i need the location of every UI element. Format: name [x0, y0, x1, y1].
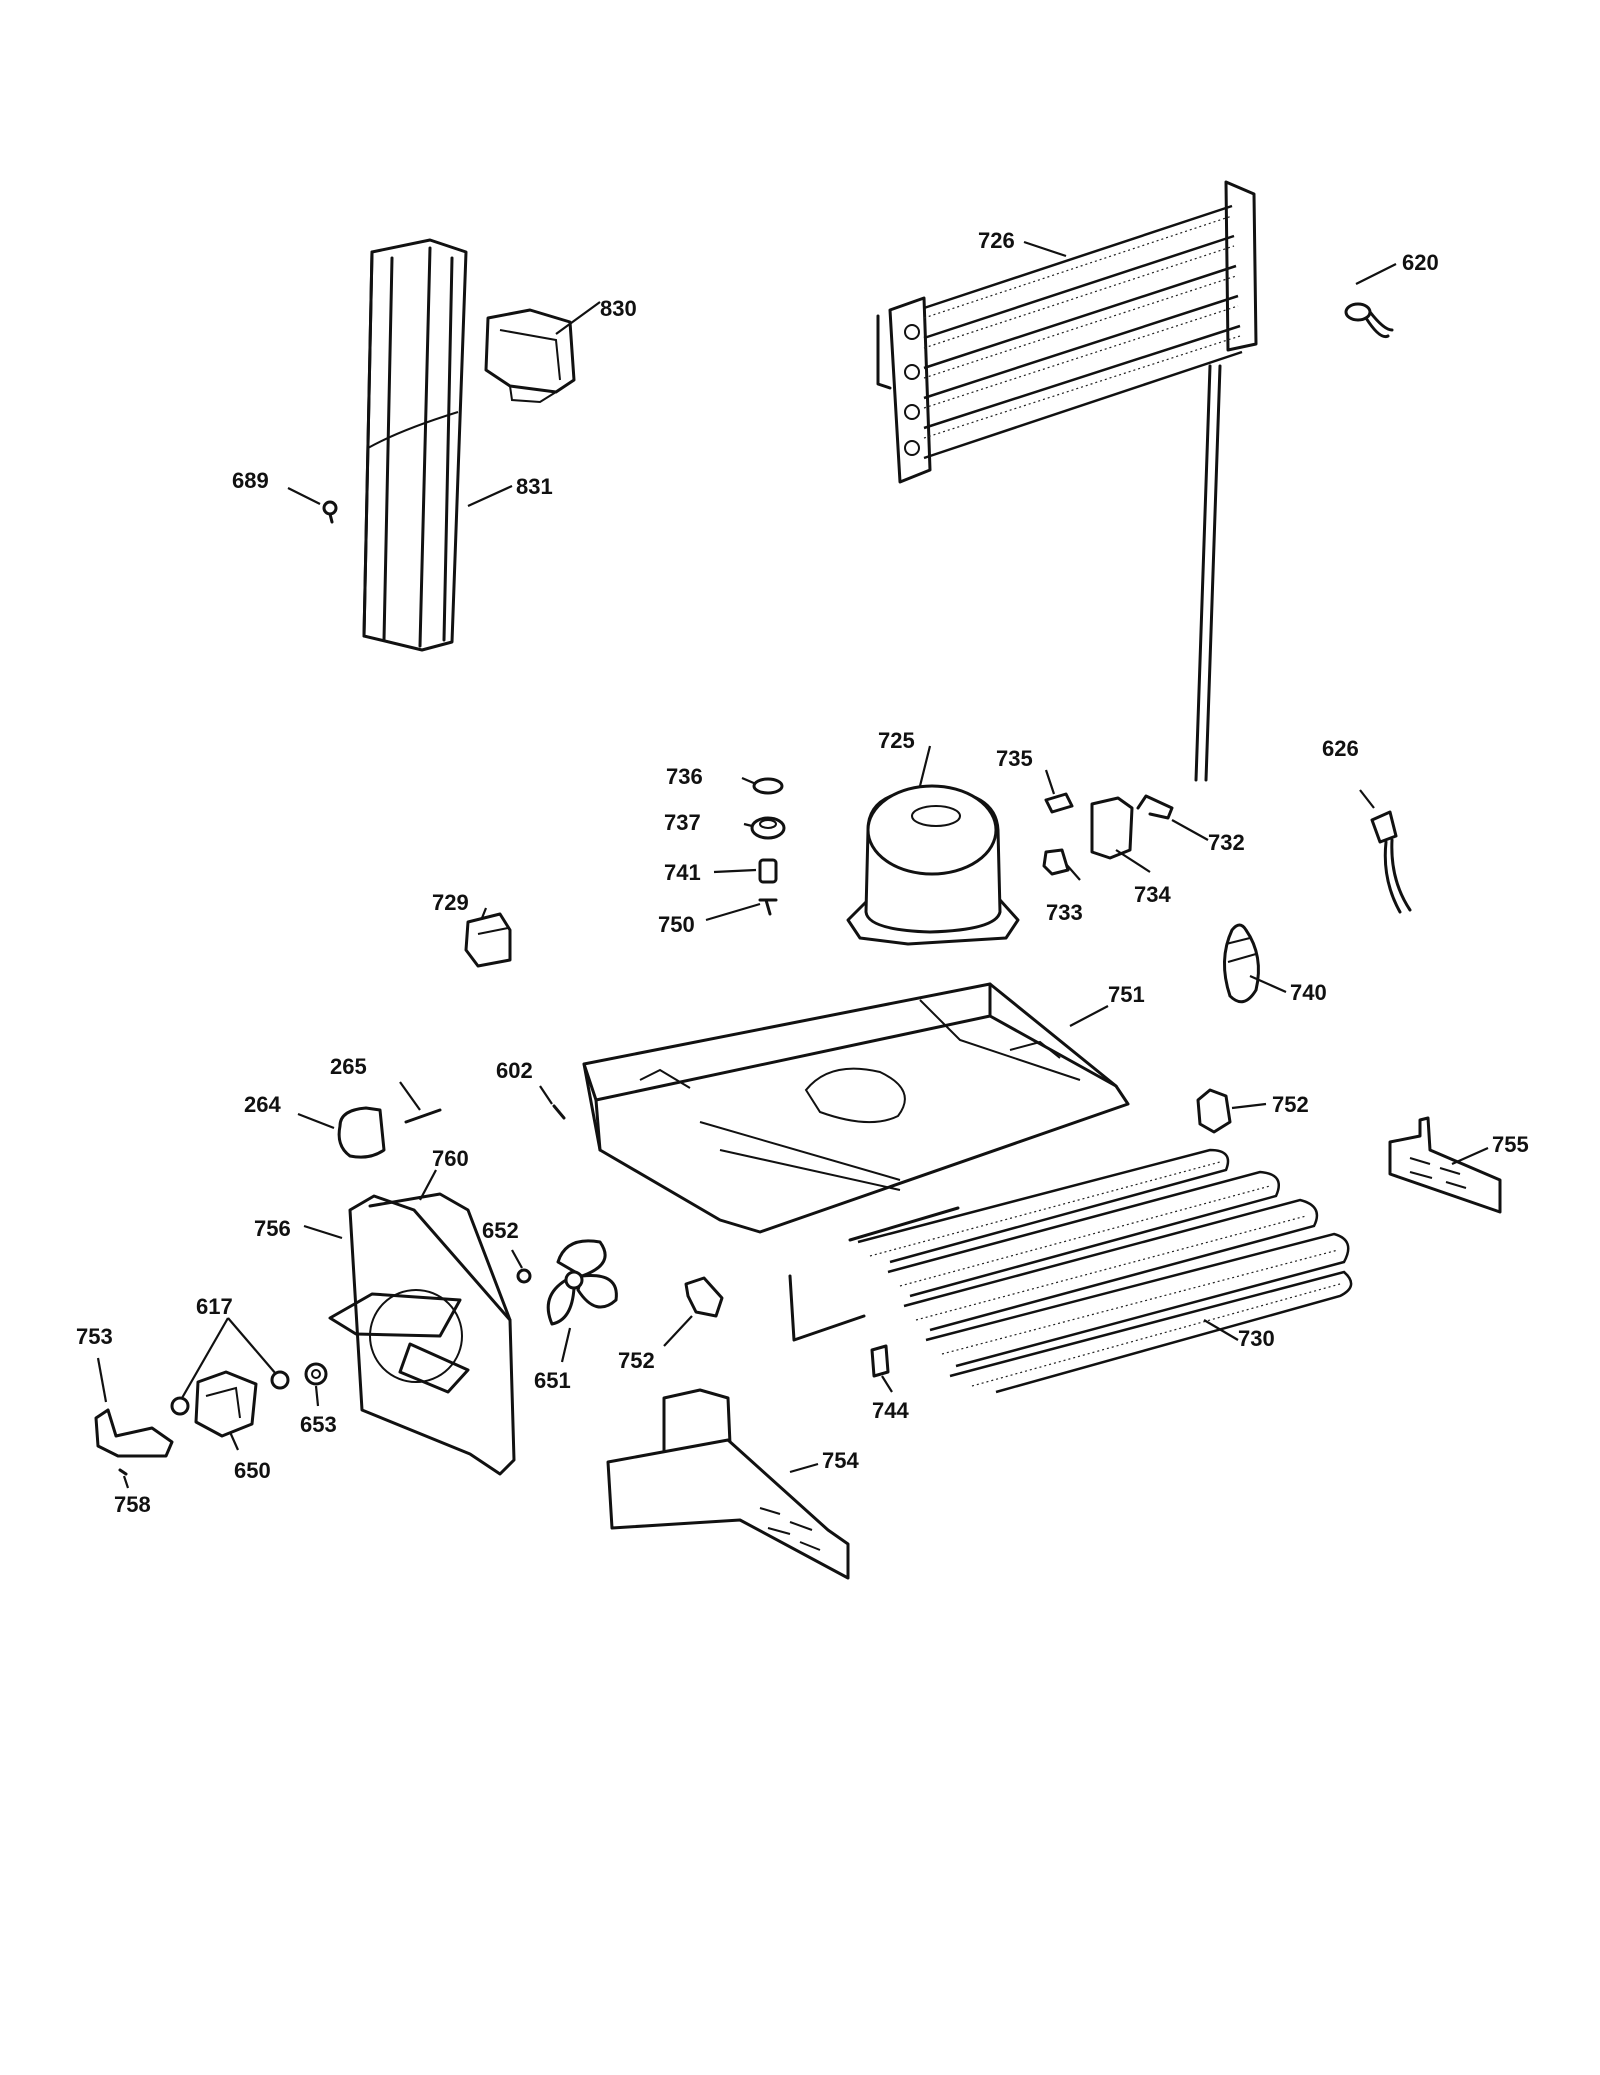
capacitor-part	[464, 912, 512, 968]
callout-740: 740	[1290, 980, 1327, 1005]
callout-733: 733	[1046, 900, 1083, 925]
callout-750: 750	[658, 912, 695, 937]
mount-bracket	[1388, 1116, 1502, 1214]
fan-blade	[546, 1239, 618, 1326]
callout-741: 741	[664, 860, 701, 885]
compressor	[846, 784, 1020, 946]
callout-760: 760	[432, 1146, 469, 1171]
callout-753: 753	[76, 1324, 113, 1349]
fan-shroud	[328, 1192, 516, 1476]
callout-617: 617	[196, 1294, 233, 1319]
callout-652: 652	[482, 1218, 519, 1243]
callout-751: 751	[1108, 982, 1145, 1007]
callout-752-lower: 752	[618, 1348, 655, 1373]
callout-736: 736	[666, 764, 703, 789]
channel-part	[362, 238, 468, 652]
callout-653: 653	[300, 1412, 337, 1437]
callout-758: 758	[114, 1492, 151, 1517]
callout-labels: 264 265 602 617 620 626 650 651 652 653 …	[76, 228, 1529, 1517]
relay-parts	[1042, 792, 1174, 876]
bracket-part	[484, 308, 576, 404]
callout-744: 744	[872, 1398, 909, 1423]
callout-602: 602	[496, 1058, 533, 1083]
callout-729: 729	[432, 890, 469, 915]
callout-626: 626	[1322, 736, 1359, 761]
callout-754: 754	[822, 1448, 859, 1473]
callout-755: 755	[1492, 1132, 1529, 1157]
clip-small	[870, 1344, 890, 1378]
callout-726: 726	[978, 228, 1015, 253]
callout-264: 264	[244, 1092, 281, 1117]
callout-730: 730	[1238, 1326, 1275, 1351]
callout-265: 265	[330, 1054, 367, 1079]
callout-752-upper: 752	[1272, 1092, 1309, 1117]
callout-689: 689	[232, 468, 269, 493]
callout-737: 737	[664, 810, 701, 835]
callout-756: 756	[254, 1216, 291, 1241]
callout-734: 734	[1134, 882, 1171, 907]
grommet-stack	[750, 777, 786, 916]
sensor-part	[1344, 302, 1394, 339]
serpentine-coil	[788, 1148, 1353, 1394]
clip-part	[1196, 1088, 1232, 1134]
screw-part	[322, 500, 338, 524]
leader-lines	[96, 240, 1489, 1489]
condenser-coil	[876, 180, 1258, 484]
callout-735: 735	[996, 746, 1033, 771]
motor-hardware	[94, 1268, 532, 1476]
fan-motor-parts	[337, 1106, 442, 1159]
power-cord	[1370, 810, 1412, 914]
callout-651: 651	[534, 1368, 571, 1393]
callout-620: 620	[1402, 250, 1439, 275]
harness-clip	[1222, 923, 1260, 1004]
callout-830: 830	[600, 296, 637, 321]
clip-part-lower	[684, 1276, 724, 1318]
callout-650: 650	[234, 1458, 271, 1483]
duct-bracket	[606, 1388, 850, 1580]
screw-small	[552, 1104, 566, 1120]
tube-part	[1194, 364, 1222, 782]
callout-831: 831	[516, 474, 553, 499]
callout-725: 725	[878, 728, 915, 753]
callout-732: 732	[1208, 830, 1245, 855]
base-pan	[582, 982, 1130, 1234]
